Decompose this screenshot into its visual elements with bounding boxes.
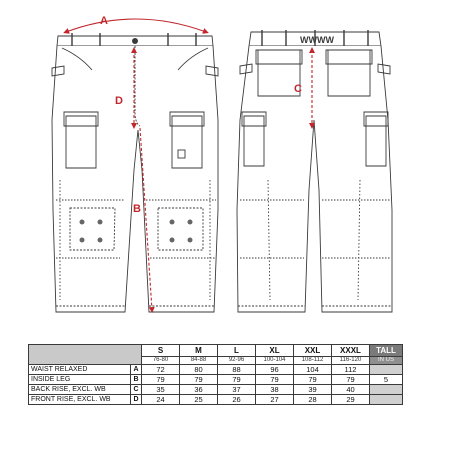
size-header-xxxl: XXXL	[331, 344, 370, 357]
table-row: INSIDE LEG B 79 79 79 79 79 79 5	[28, 374, 403, 385]
cell-tall	[369, 394, 403, 405]
size-range-xxl: 108-112	[293, 356, 332, 365]
cell-value: 112	[331, 364, 370, 375]
cell-value: 35	[141, 384, 180, 395]
cell-value: 79	[293, 374, 332, 385]
back-cargo-pocket-right	[363, 111, 389, 167]
cell-value: 29	[331, 394, 370, 405]
size-header-m: M	[179, 344, 218, 357]
size-header-row: S M L XL XXL XXXL TALL	[28, 344, 403, 365]
cell-value: 79	[217, 374, 256, 385]
measure-b-line	[139, 127, 155, 313]
front-cargo-pocket-left	[63, 111, 99, 169]
row-label-front-rise: FRONT RISE, EXCL. WB	[28, 394, 131, 405]
marker-a: A	[100, 15, 108, 27]
cell-value: 80	[179, 364, 218, 375]
back-view	[236, 30, 393, 313]
front-view	[51, 33, 219, 313]
row-letter-a: A	[130, 364, 142, 375]
table-row: FRONT RISE, EXCL. WB D 24 25 26 27 28 29	[28, 394, 403, 405]
size-range-s: 76-80	[141, 356, 180, 365]
size-range-xl: 100-104	[255, 356, 294, 365]
cell-tall	[369, 384, 403, 395]
table-corner	[28, 344, 142, 365]
size-range-l: 92-96	[217, 356, 256, 365]
size-header-l: L	[217, 344, 256, 357]
table-row: WAIST RELAXED A 72 80 88 96 104 112	[28, 364, 403, 375]
size-table: S M L XL XXL XXXL TALL 76-80 84-88 92-96…	[28, 344, 403, 405]
measure-a-arc	[63, 18, 209, 34]
front-knee-pad-right	[157, 207, 204, 251]
back-pocket-left	[255, 49, 303, 97]
size-header-xxl: XXL	[293, 344, 332, 357]
size-header-s: S	[141, 344, 180, 357]
cell-value: 28	[293, 394, 332, 405]
marker-d: D	[115, 95, 123, 107]
row-label-back-rise: BACK RISE, EXCL. WB	[28, 384, 131, 395]
front-knee-pad-left	[69, 207, 116, 251]
trousers-diagram: A D B WWWW C	[51, 15, 393, 313]
size-range-tall: IN US	[369, 356, 403, 365]
back-outline	[236, 45, 393, 313]
back-waistband-brand: WWWW	[300, 35, 334, 45]
size-range-row: 76-80 84-88 92-96 100-104 108-112 116-12…	[29, 356, 403, 365]
row-letter-b: B	[130, 374, 142, 385]
marker-c: C	[294, 83, 302, 95]
size-header-xl: XL	[255, 344, 294, 357]
cell-value: 27	[255, 394, 294, 405]
cell-value: 39	[293, 384, 332, 395]
cell-tall	[369, 364, 403, 375]
back-cargo-pocket-left	[241, 111, 267, 167]
cell-value: 36	[179, 384, 218, 395]
front-cargo-pocket-right	[169, 111, 205, 169]
front-button	[132, 38, 138, 44]
cell-value: 79	[141, 374, 180, 385]
cell-value: 40	[331, 384, 370, 395]
cell-value: 96	[255, 364, 294, 375]
cell-tall: 5	[369, 374, 403, 385]
cell-value: 88	[217, 364, 256, 375]
cell-value: 24	[141, 394, 180, 405]
front-outline	[51, 45, 219, 313]
cell-value: 26	[217, 394, 256, 405]
cell-value: 79	[331, 374, 370, 385]
cell-value: 104	[293, 364, 332, 375]
row-label-waist: WAIST RELAXED	[28, 364, 131, 375]
size-header-tall: TALL	[369, 344, 403, 357]
cell-value: 72	[141, 364, 180, 375]
back-pocket-right	[325, 49, 373, 97]
cell-value: 37	[217, 384, 256, 395]
cell-value: 38	[255, 384, 294, 395]
marker-b: B	[133, 203, 141, 215]
cell-value: 79	[255, 374, 294, 385]
size-range-xxxl: 116-120	[331, 356, 370, 365]
row-label-inside-leg: INSIDE LEG	[28, 374, 131, 385]
row-letter-c: C	[130, 384, 142, 395]
size-range-m: 84-88	[179, 356, 218, 365]
table-row: BACK RISE, EXCL. WB C 35 36 37 38 39 40	[28, 384, 403, 395]
front-measurements	[63, 18, 209, 313]
row-letter-d: D	[130, 394, 142, 405]
cell-value: 79	[179, 374, 218, 385]
cell-value: 25	[179, 394, 218, 405]
